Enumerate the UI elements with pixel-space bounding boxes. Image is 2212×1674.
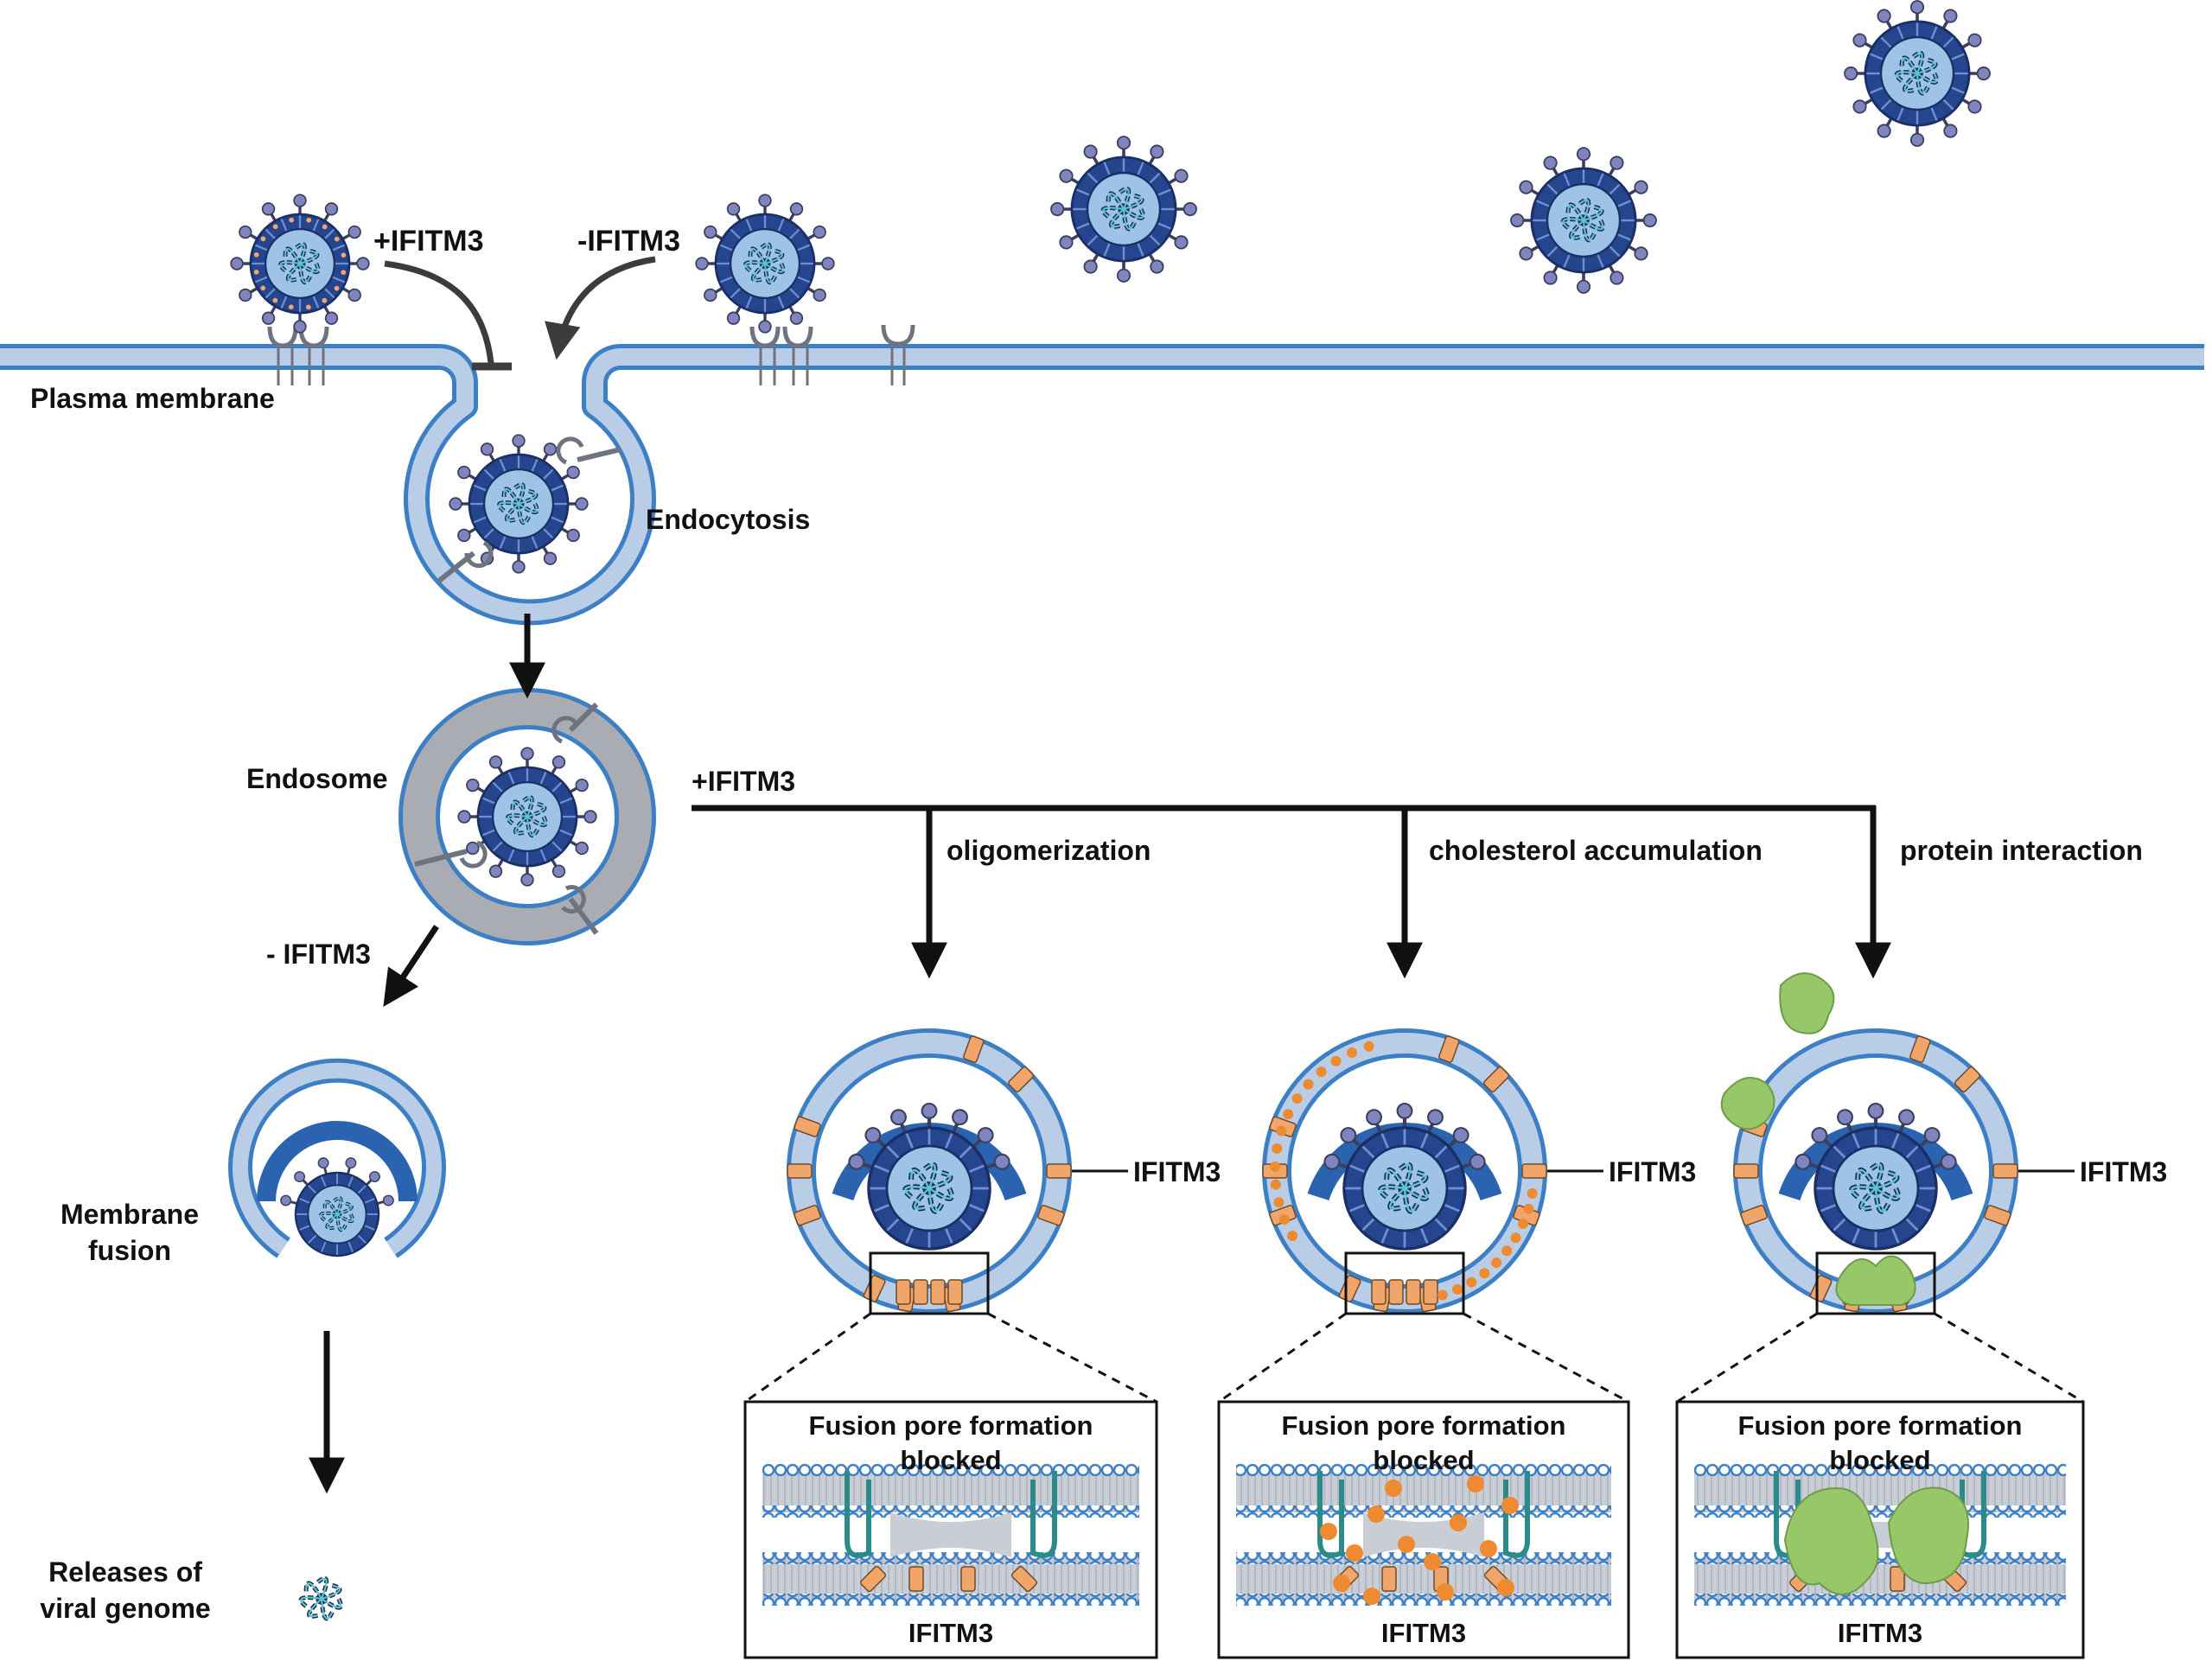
protein-icon (1783, 1486, 1879, 1595)
ifitm3-label: IFITM3 (1133, 1156, 1221, 1187)
virus-icon (1844, 0, 1991, 147)
mechanism-label: protein interaction (1900, 835, 2143, 866)
plasma-membrane-label: Plasma membrane (30, 383, 275, 414)
plus-ifitm3-branch-label: +IFITM3 (692, 766, 795, 797)
protein-icon (1835, 1255, 1916, 1306)
virus-icon-blocked (1323, 1102, 1486, 1251)
minus-ifitm3-top-label: -IFITM3 (577, 225, 680, 258)
box-title-line1: Fusion pore formation (1738, 1410, 2023, 1441)
receptor-group-middle (749, 326, 813, 385)
box-ifitm3-label: IFITM3 (908, 1618, 993, 1648)
box-ifitm3-label: IFITM3 (1381, 1618, 1466, 1648)
endocytosis-receptors (437, 436, 622, 583)
virus-icon-endocytosed (449, 434, 589, 574)
plasma-membrane (0, 344, 2204, 626)
virus-icon-blocked (1794, 1102, 1957, 1251)
endosome-label: Endosome (246, 763, 388, 794)
ifitm3-label: IFITM3 (1609, 1156, 1696, 1187)
virus-icon (1050, 136, 1197, 283)
branch-lines (692, 805, 1891, 979)
box-title-line2: blocked (1829, 1445, 1930, 1475)
entry-curve-arrow (545, 256, 656, 360)
virus-icon-fusing (280, 1157, 394, 1257)
virus-icon (1510, 147, 1657, 294)
box-title-line2: blocked (900, 1445, 1001, 1475)
protein-icon (1779, 972, 1835, 1034)
virus-icon-blocked (848, 1102, 1010, 1251)
membrane-fusion-label-line2: fusion (88, 1235, 171, 1266)
inhibition-curve (384, 260, 494, 364)
virus-layer (230, 0, 1991, 1621)
protein-icon (1887, 1486, 1969, 1585)
ifitm3-label: IFITM3 (2080, 1156, 2167, 1187)
box-title-line1: Fusion pore formation (1282, 1410, 1566, 1441)
release-label-line2: viral genome (40, 1593, 210, 1624)
receptor-single (881, 324, 915, 385)
virus-icon-endosome (457, 747, 597, 887)
endosome-left (398, 688, 656, 945)
endocytosis-label: Endocytosis (646, 504, 810, 535)
receptor-group-left (267, 326, 329, 385)
mechanism-label: cholesterol accumulation (1429, 835, 1763, 866)
mechanism-label: oligomerization (947, 835, 1151, 866)
box-title-line2: blocked (1373, 1445, 1474, 1475)
fused-endosome (228, 1058, 446, 1258)
protein-icon (1720, 1077, 1775, 1130)
virus-icon (695, 194, 835, 334)
minus-ifitm3-label: - IFITM3 (266, 939, 371, 970)
virus-icon (230, 194, 370, 334)
release-label-line1: Releases of (48, 1556, 202, 1588)
membrane-fusion-label-line1: Membrane (61, 1199, 199, 1230)
box-title-line1: Fusion pore formation (809, 1410, 1093, 1441)
arrow-endosome-to-fusion (383, 925, 439, 1008)
released-genome-icon (298, 1576, 343, 1621)
box-ifitm3-label: IFITM3 (1838, 1618, 1922, 1648)
plus-ifitm3-top-label: +IFITM3 (373, 225, 484, 258)
